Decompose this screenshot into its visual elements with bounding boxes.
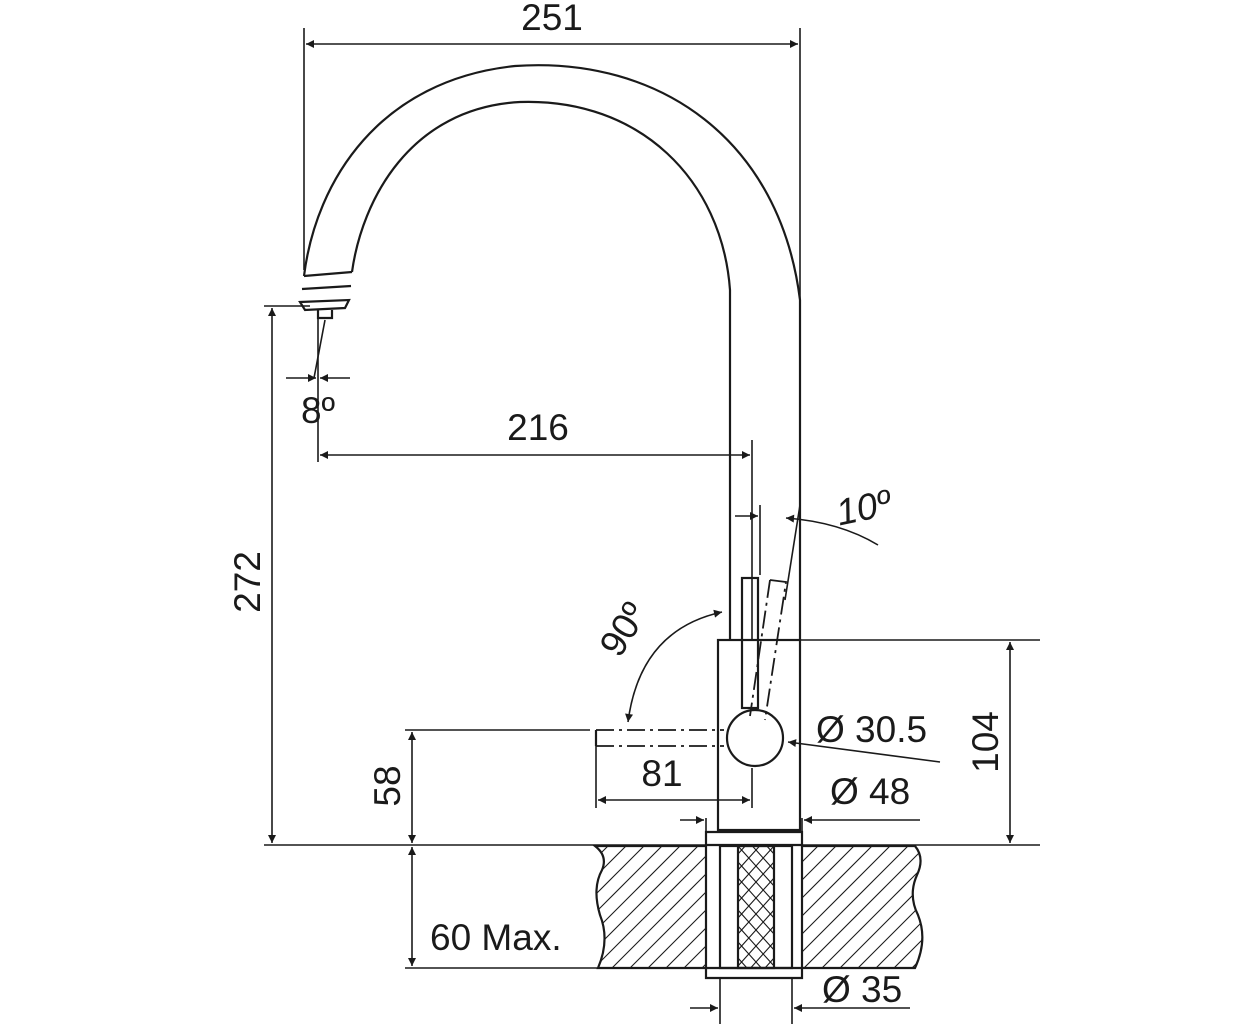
dimension-lines (268, 40, 1014, 1012)
lever-tilt-label: 10º (832, 482, 895, 534)
lever-length-label: 81 (641, 753, 682, 794)
braid-line (738, 846, 746, 855)
braid-line (738, 893, 774, 935)
hatch-line (665, 846, 706, 968)
hatch-line (595, 846, 645, 968)
braid-line (738, 877, 774, 919)
faucet-spout (298, 64, 802, 640)
braid-line (738, 974, 774, 1014)
spray-angle-label: 8º (301, 390, 336, 431)
hatch-line (595, 846, 699, 968)
hatch-line (647, 846, 706, 968)
spout-reach-label: 216 (507, 407, 569, 448)
height-total-label: 272 (227, 551, 268, 613)
hatch-line (595, 846, 706, 968)
extension-lines (264, 28, 1040, 1024)
hatch-line (893, 846, 923, 968)
hatch-line (802, 846, 873, 968)
braid-line (764, 957, 774, 968)
braid-line (738, 846, 774, 887)
mounting-shank (704, 750, 804, 1024)
braid-line (738, 990, 774, 1024)
braid-line (749, 941, 774, 968)
lever-dia-label: Ø 30.5 (816, 709, 927, 750)
width-overall-label: 251 (521, 0, 583, 38)
braid-line (738, 990, 774, 1024)
body-height-label: 104 (965, 711, 1006, 773)
hatch-line (595, 846, 627, 968)
braid-line (738, 925, 774, 967)
hatch-line (839, 846, 923, 968)
faucet-body (704, 638, 804, 847)
hatch-line (683, 846, 706, 968)
hatch-line (802, 846, 891, 968)
body-dia-label: Ø 48 (830, 771, 910, 812)
hatch-line (857, 846, 923, 968)
hatch-line (911, 846, 923, 968)
countertop (591, 844, 924, 970)
hatch-line (821, 846, 923, 968)
hatch-line (802, 846, 855, 968)
hatch-line (595, 846, 663, 968)
dimension-labels: 251 216 272 8º 10º 90º Ø 30.5 104 58 81 … (227, 0, 1006, 1010)
lever-height-label: 58 (367, 765, 408, 806)
hatch-line (802, 846, 837, 968)
hatch-line (803, 846, 923, 968)
braid-line (738, 750, 774, 790)
braid-line (738, 909, 774, 951)
braid-line (738, 957, 748, 968)
braid-line (738, 750, 774, 790)
hatch-line (875, 846, 923, 968)
shank-dia-label: Ø 35 (822, 969, 902, 1010)
braid-line (738, 974, 774, 1014)
hatch-line (595, 846, 681, 968)
braid-line (766, 846, 774, 855)
braid-line (738, 782, 774, 822)
lever-swing-label: 90º (592, 595, 656, 664)
hatch-line (802, 846, 909, 968)
hatch-line (629, 846, 706, 968)
lever-handle (594, 576, 788, 768)
counter-thickness-label: 60 Max. (430, 917, 562, 958)
braid-line (738, 782, 774, 822)
braid-line (738, 846, 761, 871)
hatch-line (611, 846, 706, 968)
braid-line (738, 861, 774, 903)
